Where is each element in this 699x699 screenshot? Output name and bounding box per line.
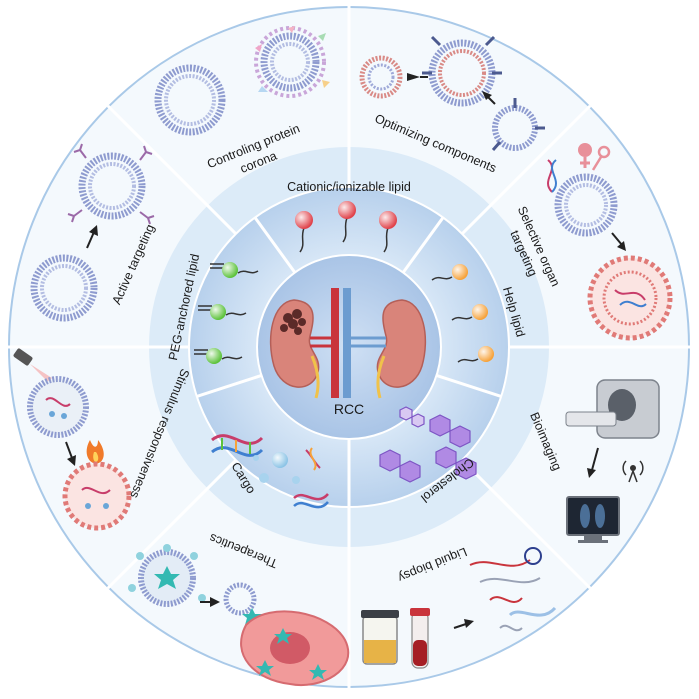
arrow-icon [407,73,420,81]
outer-divider-7 [106,104,237,235]
inner-divider-2 [436,374,502,398]
signal-icon [622,460,644,483]
monitor-icon [566,496,620,543]
female-symbol-icon [578,143,592,168]
light-source-icon [13,348,52,382]
blood-tube-icon [410,608,430,669]
arrow-icon [482,91,496,105]
arrow-icon [611,232,626,251]
arrow-icon [587,447,599,478]
small-lnp-icon [359,55,403,99]
kidney-illustration [269,288,427,399]
inner-label-cationic-lipid: Cationic/ionizable lipid [287,180,411,194]
inner-sector-dividers [196,216,502,507]
specimen-jar-icon [361,610,399,665]
drug-loaded-lnp-icon [128,544,206,607]
helper-lipid-icon [431,264,494,363]
outer-divider-1 [461,104,592,235]
arrow-icon [200,597,220,607]
cargo-icon [211,434,329,509]
base-lnp-icon [30,254,98,322]
inner-illustrations [194,201,494,509]
fire-icon [86,440,104,464]
arrow-icon [453,619,474,629]
outer-divider-5 [106,459,237,590]
mri-scanner-icon [565,379,660,439]
center-label: RCC [334,401,364,417]
plain-lnp-icon [154,64,226,136]
nucleic-acids-icon [469,547,557,632]
tumor-icon [280,309,306,335]
arrow-icon [86,225,98,249]
inner-divider-0 [253,216,297,274]
cell-uptake-icon [587,255,673,341]
outer-divider-3 [461,459,592,590]
dna-icon [547,159,557,193]
antibody-lnp-icon [67,143,155,225]
inner-divider-1 [401,216,445,274]
targeted-lnp-icon [554,173,618,237]
peg-lipid-icon [194,262,259,364]
cationic-lipid-icon [295,201,397,253]
optimized-lnp-icon [422,35,502,107]
outer-sector-dividers [8,6,690,688]
outer-illustrations [13,26,673,687]
released-lnp-icon [62,461,132,531]
lnp-with-ligands-icon [491,98,545,151]
key-icon [591,145,611,171]
cholesterol-icon [379,406,477,483]
arrow-icon [65,441,76,466]
inner-divider-4 [196,374,262,398]
protein-corona-lnp-icon [254,26,330,98]
tumor-cell-icon [240,610,350,687]
stimulus-lnp-icon [27,376,89,438]
